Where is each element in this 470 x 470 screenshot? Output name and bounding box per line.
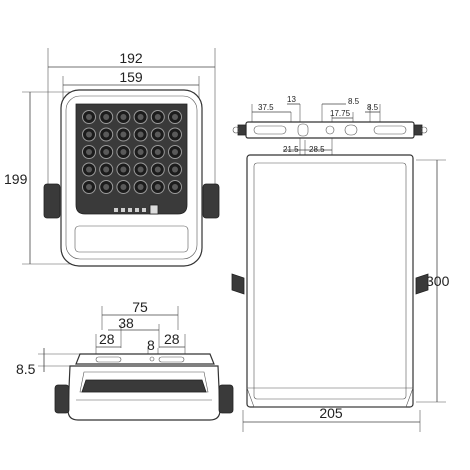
- led-core: [120, 114, 127, 120]
- top-dim-8-5-a: 8.5: [348, 97, 360, 106]
- led-core: [86, 166, 92, 173]
- bottom-dim-28-right: 28: [164, 331, 180, 347]
- top-bracket-bar: [245, 121, 415, 139]
- bottom-heatsink: [79, 371, 209, 393]
- top-dim-13: 13: [287, 95, 296, 104]
- front-lower-panel: [74, 225, 189, 253]
- front-view: 192 159 199: [4, 48, 220, 267]
- top-dim-21-5: 21.5: [283, 145, 299, 154]
- led-core: [86, 114, 92, 120]
- side-inner-panel: [253, 162, 407, 400]
- indicator-logo: [149, 204, 159, 215]
- bottom-dim-75: 75: [132, 299, 148, 315]
- led-core: [103, 131, 110, 138]
- bottom-bracket-top: [75, 353, 215, 365]
- led-core: [103, 184, 110, 190]
- top-view: 37.5 13 8.5 17.75 8.5 21.5 28.5: [232, 95, 428, 156]
- indicator-dot: [121, 208, 125, 212]
- led-core: [172, 184, 178, 190]
- top-dim-17-75: 17.75: [330, 109, 351, 118]
- indicator-dot: [128, 208, 132, 212]
- top-slot-oval: [344, 124, 358, 136]
- indicator-dot: [135, 208, 139, 212]
- bottom-slot-right: [158, 356, 185, 363]
- bottom-lens-edge: [81, 379, 207, 393]
- side-height-label: 300: [426, 273, 450, 289]
- led-core: [154, 149, 161, 155]
- bottom-view: 75 38 28 28 8 8.5: [16, 299, 234, 421]
- side-base-rail: [246, 387, 414, 408]
- top-slot-center: [297, 123, 309, 137]
- top-left-screw: [232, 126, 240, 134]
- led-core: [172, 149, 178, 155]
- led-core: [137, 114, 144, 120]
- led-core: [172, 114, 178, 120]
- led-core: [137, 184, 144, 190]
- led-core: [86, 131, 92, 138]
- led-core: [154, 131, 161, 138]
- led-core: [137, 166, 144, 173]
- top-left-knob: [237, 124, 247, 136]
- led-core: [103, 166, 110, 173]
- indicator-strip: [114, 204, 159, 215]
- front-bezel-outline: [65, 95, 198, 260]
- top-dim-28-5: 28.5: [309, 145, 325, 154]
- led-core: [137, 149, 144, 155]
- led-core: [120, 131, 127, 138]
- front-left-knob: [43, 183, 61, 219]
- front-overall-width-label: 192: [119, 50, 143, 66]
- top-right-screw: [420, 126, 428, 134]
- top-slot-right: [373, 125, 407, 135]
- front-height-dimension: 199: [4, 91, 72, 265]
- front-bezel-width-dimension: 159: [62, 69, 200, 100]
- indicator-dot: [142, 208, 146, 212]
- led-core: [86, 184, 92, 190]
- indicator-dot: [114, 208, 118, 212]
- led-core: [154, 166, 161, 173]
- front-bezel-width-label: 159: [119, 69, 143, 85]
- bottom-dim-38: 38: [118, 315, 134, 331]
- led-core: [103, 149, 110, 155]
- led-core: [103, 114, 110, 120]
- side-width-label: 205: [319, 405, 343, 421]
- led-core: [86, 149, 92, 155]
- bottom-dim-8-5: 8.5: [16, 361, 36, 377]
- bottom-dim-28-left: 28: [99, 331, 115, 347]
- top-slot-left: [253, 125, 287, 135]
- bottom-right-knob: [218, 384, 234, 414]
- front-overall-width-dimension: 192: [47, 48, 216, 190]
- bottom-left-knob: [54, 384, 70, 414]
- top-center-hole: [325, 125, 335, 135]
- led-core: [120, 184, 127, 190]
- front-right-knob: [202, 183, 220, 219]
- top-dim-8-5-b: 8.5: [367, 103, 379, 112]
- front-height-label: 199: [4, 171, 28, 187]
- side-left-clip: [231, 273, 245, 295]
- side-view: 300 205: [231, 154, 450, 432]
- top-right-knob: [413, 124, 423, 136]
- led-core: [172, 131, 178, 138]
- led-core: [154, 114, 161, 120]
- led-core: [154, 184, 161, 190]
- bottom-slot-left: [95, 356, 122, 363]
- led-core: [120, 166, 127, 173]
- led-core: [172, 166, 178, 173]
- bottom-dim-8: 8: [147, 337, 155, 353]
- side-right-clip: [415, 273, 429, 295]
- bottom-housing: [67, 365, 221, 421]
- bottom-center-hole: [149, 356, 155, 362]
- led-core: [137, 131, 144, 138]
- led-core: [120, 149, 127, 155]
- led-grid: [82, 110, 182, 194]
- top-dim-37-5: 37.5: [258, 103, 274, 112]
- side-body: [246, 154, 414, 408]
